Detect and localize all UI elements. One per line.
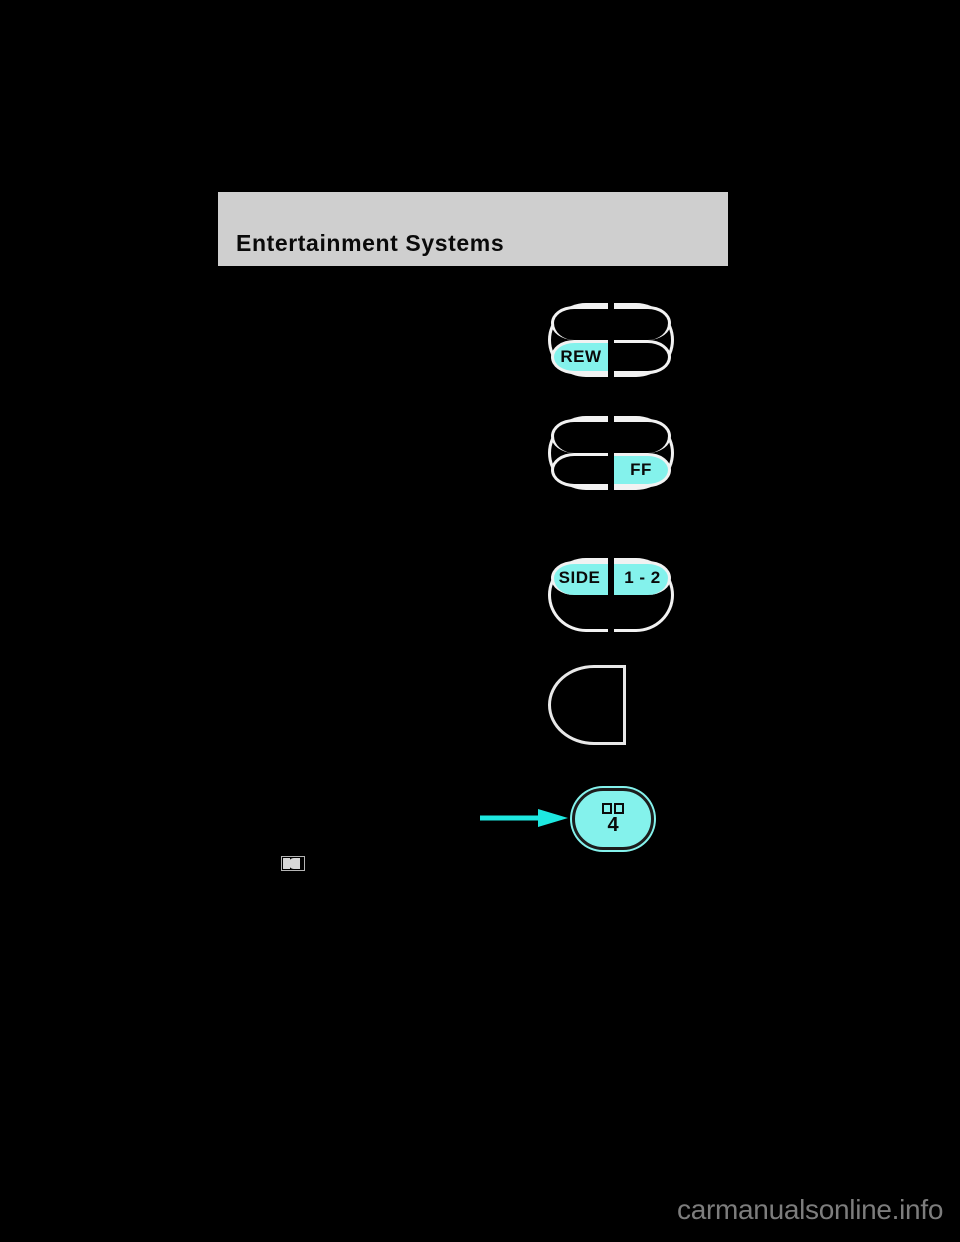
rocker-lobe-top-right (614, 419, 671, 453)
fast-forward-button-face[interactable]: FF (614, 453, 671, 487)
figure-preset-4-button: 4 (572, 788, 654, 850)
figure-rewind-rocker: REW (548, 303, 674, 377)
rocker-half-left (548, 558, 608, 632)
rocker-half-right (614, 303, 674, 377)
rocker-lobe-top-left (551, 306, 608, 340)
site-watermark: carmanualsonline.info (677, 1194, 944, 1225)
side-button-face[interactable] (551, 561, 608, 595)
rocker-switch[interactable]: FF (548, 416, 674, 490)
preset-4-button[interactable]: 4 (572, 788, 654, 850)
rocker-lobe-top-right (614, 306, 671, 340)
rewind-button-face[interactable]: REW (551, 340, 608, 374)
rocker-half-left (548, 303, 608, 377)
rocker-half-right (614, 416, 674, 490)
page-title: Entertainment Systems (236, 230, 505, 256)
rocker-half-right (614, 558, 674, 632)
rocker-switch[interactable]: REW (548, 303, 674, 377)
figure-side-rocker: SIDE 1 - 2 (548, 558, 674, 632)
rocker-face-left[interactable] (551, 453, 608, 487)
rocker-switch[interactable]: SIDE 1 - 2 (548, 558, 674, 632)
dolby-icon (602, 803, 624, 814)
dolby-noise-reduction-icon (281, 856, 305, 871)
rocker-face-right[interactable] (614, 340, 671, 374)
callout-arrow (480, 809, 568, 827)
rocker-lobe-top-left (551, 419, 608, 453)
side-button-label: SIDE (558, 568, 601, 587)
figure-fast-forward-rocker: FF (548, 416, 674, 490)
blank-half-button[interactable] (548, 665, 626, 745)
side-number-button-face[interactable] (614, 561, 671, 595)
section-header-band: Entertainment Systems (218, 192, 728, 266)
preset-number-label: 4 (607, 814, 619, 836)
rocker-half-left (548, 416, 608, 490)
figure-blank-half-button (548, 665, 626, 745)
side-number-label: 1 - 2 (624, 568, 661, 587)
